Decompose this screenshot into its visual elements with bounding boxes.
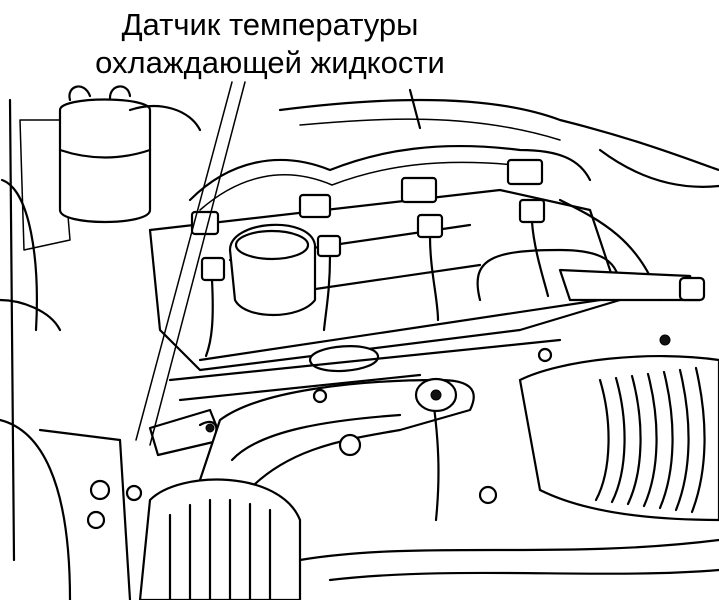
callout-leader-lines <box>135 81 246 446</box>
callout-line-1: Датчик температуры <box>121 7 419 42</box>
fuel-rail <box>558 268 706 346</box>
dipstick-tube <box>414 377 458 522</box>
fuel-injectors <box>190 158 546 282</box>
top-wiring <box>278 88 719 188</box>
air-intake-duct <box>518 354 719 522</box>
left-frame <box>0 98 71 562</box>
coolant-reservoir <box>58 85 202 224</box>
fuel-return-lines <box>188 144 592 211</box>
callout-label: Датчик температуры охлаждающей жидкости <box>0 6 540 82</box>
alternator <box>138 478 302 600</box>
radiator-hose <box>198 378 475 502</box>
intake-port <box>168 338 562 402</box>
callout-line-2: охлаждающей жидкости <box>95 45 445 80</box>
cylinder-head-cover <box>148 188 622 372</box>
lower-body <box>0 418 719 600</box>
bolts <box>86 347 553 530</box>
